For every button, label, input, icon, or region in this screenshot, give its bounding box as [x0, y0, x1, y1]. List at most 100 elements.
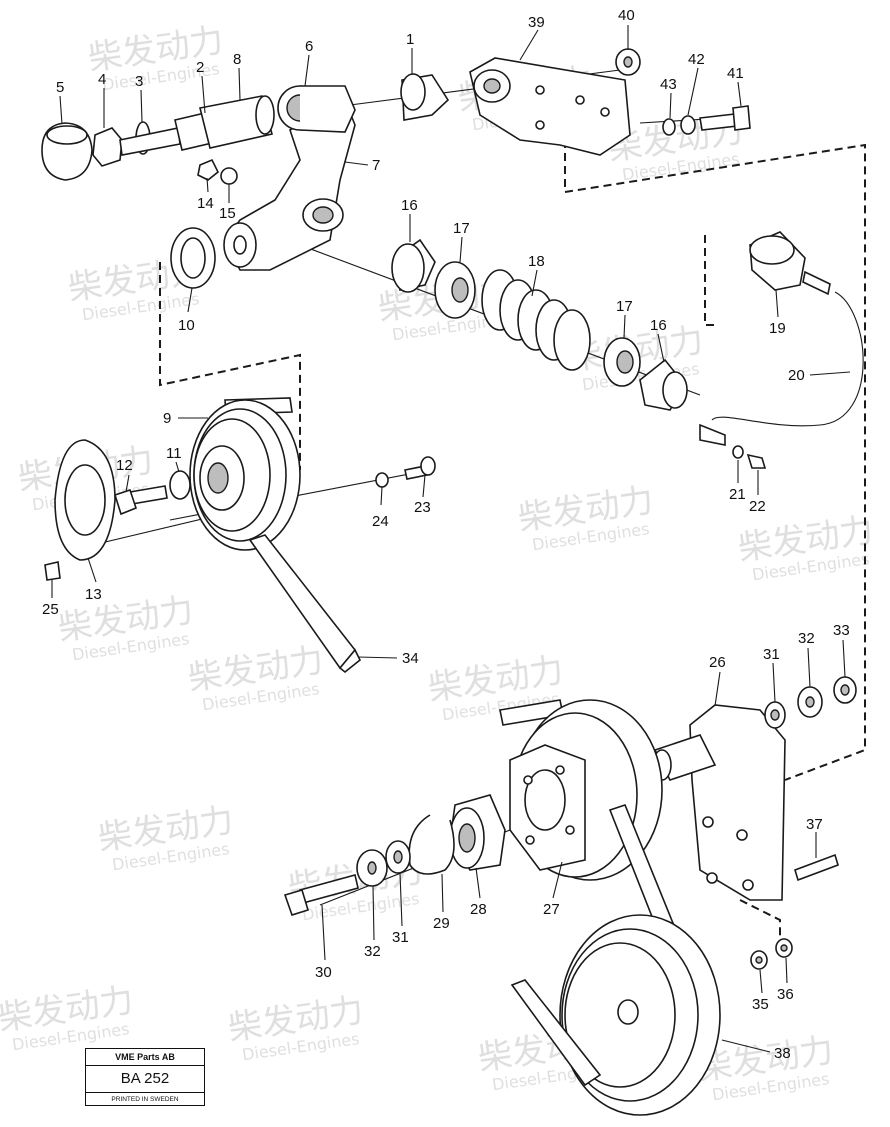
part-35-nut [750, 950, 768, 970]
callout-28: 28 [470, 901, 487, 918]
part-41-bolt [699, 105, 751, 131]
callout-7: 7 [372, 157, 380, 174]
part-24-washer [375, 472, 389, 488]
part-29-circlip [408, 814, 455, 875]
part-33-nut [833, 676, 857, 704]
part-39-bracket [469, 57, 631, 156]
part-7-tension-arm [223, 98, 356, 271]
part-17-cup-upper [434, 261, 476, 319]
part-34-drive-belt [248, 534, 362, 674]
part-8-sleeve [199, 95, 275, 149]
callout-38: 38 [774, 1045, 791, 1062]
callout-31-upper: 31 [763, 646, 780, 663]
callout-labels: 1 2 3 4 5 6 7 8 9 10 11 12 13 14 15 16 1… [42, 7, 850, 1062]
callout-14: 14 [197, 195, 214, 212]
part-5-cap [41, 122, 93, 181]
callout-9: 9 [163, 410, 171, 427]
callout-6: 6 [305, 38, 313, 55]
part-42-lock-washer [680, 115, 696, 135]
callout-18: 18 [528, 253, 545, 270]
callout-41: 41 [727, 65, 744, 82]
stamp-code: BA 252 [86, 1066, 204, 1093]
part-28-bearing [449, 794, 506, 871]
part-36-washer [775, 938, 793, 958]
part-22-terminal [746, 453, 767, 469]
part-14-nut [197, 158, 220, 181]
callout-19: 19 [769, 320, 786, 337]
part-20-sensor-cable [711, 291, 864, 427]
part-37-stud [794, 853, 839, 882]
document-stamp: VME Parts AB BA 252 PRINTED IN SWEDEN [85, 1048, 205, 1106]
callout-8: 8 [233, 51, 241, 68]
part-18-spring [481, 269, 591, 371]
callout-24: 24 [372, 513, 389, 530]
part-15-washer [220, 167, 238, 185]
callout-42: 42 [688, 51, 705, 68]
part-11-washer [169, 470, 191, 500]
part-1-bushing [400, 73, 450, 121]
callout-43: 43 [660, 76, 677, 93]
callout-3: 3 [135, 73, 143, 90]
callout-23: 23 [414, 499, 431, 516]
callout-26: 26 [709, 654, 726, 671]
part-12-bolt [114, 485, 168, 516]
callout-37: 37 [806, 816, 823, 833]
part-13-cover [54, 439, 116, 561]
callout-34: 34 [402, 650, 419, 667]
callout-11: 11 [166, 445, 182, 462]
callout-15: 15 [219, 205, 236, 222]
callout-40: 40 [618, 7, 635, 24]
callout-10: 10 [178, 317, 195, 334]
part-19-sensor-boot [749, 231, 831, 296]
part-4-nut [92, 127, 123, 167]
callout-5: 5 [56, 79, 64, 96]
part-21-connector [699, 423, 744, 459]
callout-2: 2 [196, 59, 204, 76]
callout-16-upper: 16 [401, 197, 418, 214]
callout-39: 39 [528, 14, 545, 31]
part-26-bracket-housing [652, 704, 786, 901]
part-17-cup-lower [603, 337, 641, 387]
callout-1: 1 [406, 31, 414, 48]
callout-13: 13 [85, 586, 102, 603]
part-16-bushing-lower [639, 358, 688, 411]
callout-32-lower: 32 [364, 943, 381, 960]
callout-36: 36 [777, 986, 794, 1003]
callout-16-lower: 16 [650, 317, 667, 334]
part-38-crank-pulley [510, 804, 721, 1116]
assembly-outlines [159, 140, 866, 940]
callout-30: 30 [315, 964, 332, 981]
part-2-bolt [119, 112, 213, 156]
callout-20: 20 [788, 367, 805, 384]
callout-17-lower: 17 [616, 298, 633, 315]
part-43-washer [662, 118, 676, 136]
callout-33: 33 [833, 622, 850, 639]
stamp-printed: PRINTED IN SWEDEN [111, 1096, 179, 1103]
part-31-washer-upper [764, 701, 786, 729]
callout-35: 35 [752, 996, 769, 1013]
part-32-washer-upper [797, 686, 823, 718]
callout-27: 27 [543, 901, 560, 918]
part-31-washer-lower [385, 840, 411, 874]
callout-4: 4 [98, 71, 106, 88]
part-23-bolt [404, 456, 436, 480]
callout-29: 29 [433, 915, 450, 932]
callout-25: 25 [42, 601, 59, 618]
part-10-washer [170, 227, 216, 289]
part-30-bolt [283, 874, 359, 916]
watermark: 柴发动力 Diesel-Engines 柴发动力 Diesel-Engines … [0, 20, 876, 1104]
part-6-housing [277, 85, 356, 133]
part-9-pulley [189, 397, 301, 551]
part-40-nut [615, 48, 641, 76]
stamp-company: VME Parts AB [86, 1049, 204, 1066]
callout-leaders [51, 25, 851, 1053]
callout-12: 12 [116, 457, 133, 474]
callout-22: 22 [749, 498, 766, 515]
callout-21: 21 [729, 486, 746, 503]
callout-31-lower: 31 [392, 929, 409, 946]
callout-17-upper: 17 [453, 220, 470, 237]
callout-32-upper: 32 [798, 630, 815, 647]
part-32-washer-lower [356, 849, 388, 887]
part-25-clip [44, 561, 61, 581]
